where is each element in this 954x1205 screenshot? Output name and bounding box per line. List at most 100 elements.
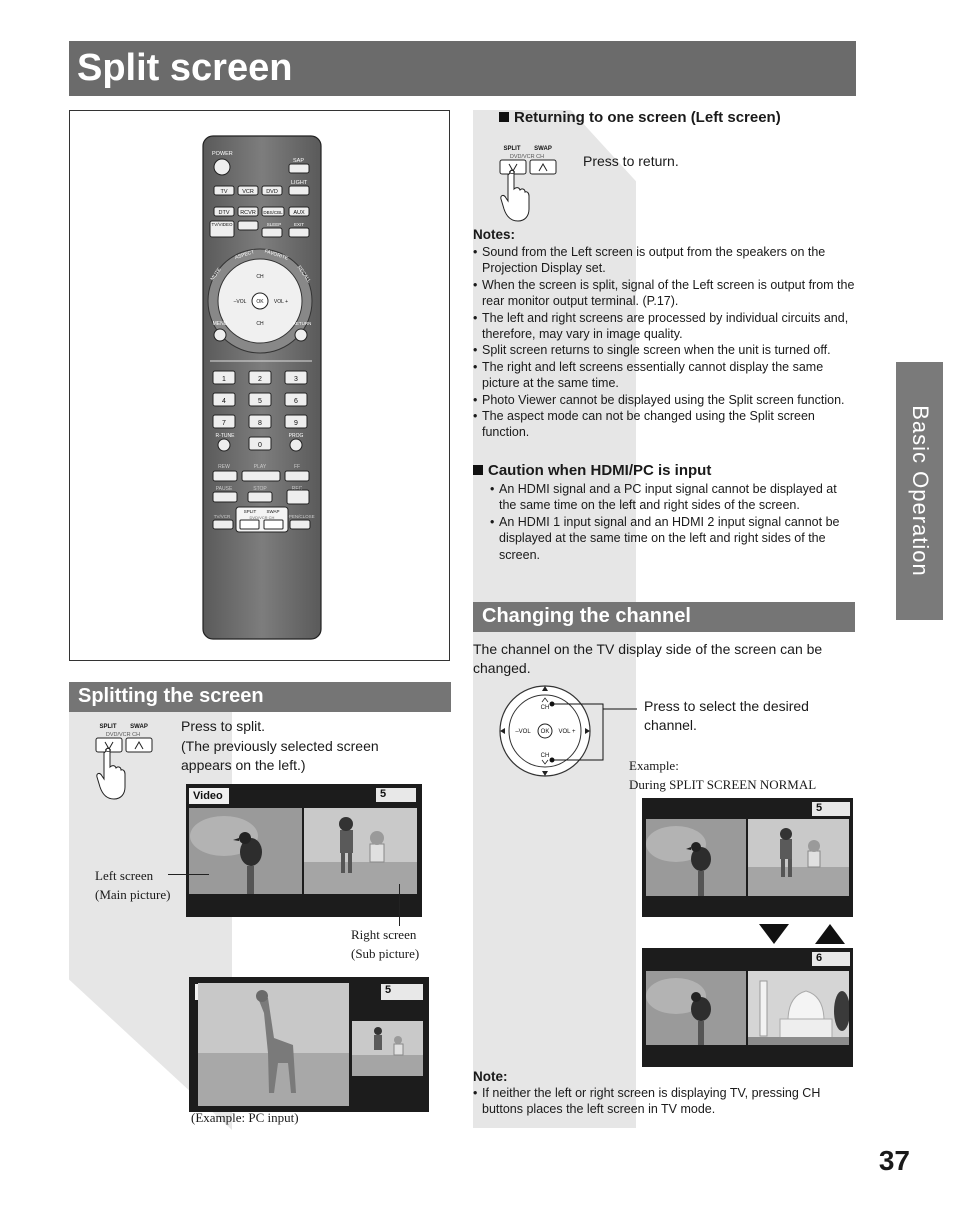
remote-sap-label: SAP [293, 158, 304, 164]
remote-rtune-label: R-TUNE [216, 433, 236, 439]
caution-item: •An HDMI signal and a PC input signal ca… [490, 482, 837, 513]
dvdvcr-label: DVD/VCR CH [510, 154, 544, 160]
remote-exit-label: EXIT [294, 222, 304, 227]
square-bullet-icon [499, 112, 509, 122]
remote-rec-label: REC [292, 486, 303, 492]
arrow-down-icon [759, 924, 789, 944]
nav-ok-label: OK [541, 729, 550, 735]
channel-press-instruction: Press to select the desired channel. [644, 698, 809, 733]
note-item: •Photo Viewer cannot be displayed using … [473, 392, 845, 407]
remote-dtv-button: DTV [219, 210, 230, 216]
left-screen-caption: Left screen (Main picture) [95, 866, 170, 904]
remote-key-1: 1 [222, 376, 226, 383]
remote-key-4: 4 [222, 398, 226, 405]
remote-play-label: PLAY [254, 464, 267, 470]
returning-heading-text: Returning to one screen (Left screen) [514, 109, 781, 126]
changing-heading: Changing the channel [482, 605, 691, 627]
split-description: (The previously selected screen appears … [181, 738, 379, 773]
taj-mahal-photo [748, 971, 849, 1045]
left-screen-caption-title: Left screen [95, 868, 154, 883]
split-instruction: Press to split. [181, 718, 266, 734]
splitting-section-header: Splitting the screen [69, 682, 451, 712]
split-swap-button-split: SPLIT SWAP DVD/VCR CH [95, 724, 153, 800]
pc-example-caption: (Example: PC input) [191, 1110, 299, 1125]
remote-power-label: POWER [212, 151, 233, 157]
caution-list: •An HDMI signal and a PC input signal ca… [490, 481, 856, 563]
remote-ff-label: FF [294, 464, 300, 470]
right-caption-leader-line [399, 884, 400, 926]
remote-dvd-button: DVD [266, 189, 278, 195]
remote-dbs-button: DBS/CBL [263, 210, 283, 215]
remote-vol-plus-label: VOL + [274, 299, 288, 305]
remote-vcr-button: VCR [242, 189, 254, 195]
remote-openclose-label: OPEN/CLOSE [285, 514, 314, 519]
nav-vol-minus-label: –VOL [515, 729, 531, 735]
return-instruction: Press to return. [583, 153, 679, 169]
channel-screen-before: 5 [642, 798, 853, 917]
bird-photo [646, 971, 746, 1045]
split-screen-pc-example: PC 5 [189, 977, 429, 1112]
remote-vol-minus-label: –VOL [234, 299, 247, 305]
remote-pause-label: PAUSE [216, 486, 233, 492]
remote-key-2: 2 [258, 376, 262, 383]
remote-key-3: 3 [294, 376, 298, 383]
page-title-bar: Split screen [69, 41, 856, 96]
split-screen-example: Video 1 5 [186, 784, 422, 917]
channel-example-caption: Example: During SPLIT SCREEN NORMAL [629, 756, 816, 794]
bird-photo [646, 819, 746, 896]
remote-key-7: 7 [222, 420, 226, 427]
split-label: SPLIT [99, 724, 116, 730]
split-label: SPLIT [503, 146, 520, 152]
channel-nav-ring-illustration: OK CH CH –VOL VOL + [499, 685, 637, 777]
bird-photo [189, 808, 302, 894]
remote-tv-button: TV [220, 189, 227, 195]
swap-direction-arrows [759, 924, 845, 944]
nav-ch-down-label: CH [541, 753, 550, 759]
remote-ch-down-label: CH [256, 321, 264, 327]
nav-vol-plus-label: VOL + [559, 729, 576, 735]
note-item: •The aspect mode can not be changed usin… [473, 409, 815, 440]
example-label: Example: [629, 758, 679, 773]
caution-heading-text: Caution when HDMI/PC is input [488, 462, 712, 479]
split-swap-button-return: SPLIT SWAP DVD/VCR CH [499, 146, 557, 222]
remote-aspect-label: ASPECT [234, 249, 255, 261]
remote-key-5: 5 [258, 398, 262, 405]
example-mode: During SPLIT SCREEN NORMAL [629, 777, 817, 792]
remote-aux-button: AUX [293, 210, 305, 216]
children-beach-photo [304, 808, 417, 894]
giraffe-photo [198, 983, 349, 1106]
returning-heading: Returning to one screen (Left screen) [499, 109, 781, 126]
remote-tvvideo-label: TV/VIDEO [211, 222, 233, 227]
remote-sleep-label: SLEEP [267, 222, 282, 227]
dvdvcr-label: DVD/VCR CH [106, 732, 140, 738]
swap-label: SWAP [534, 146, 552, 152]
notes-heading: Notes: [473, 227, 516, 242]
remote-tvvcr-label: TV/VCR [214, 514, 231, 519]
note-item: •Split screen returns to single screen w… [473, 343, 831, 358]
children-beach-photo [352, 1021, 423, 1076]
right-screen-caption-title: Right screen [351, 927, 417, 942]
remote-menu-label: MENU [213, 321, 228, 327]
swap-label: SWAP [130, 724, 148, 730]
caution-heading: Caution when HDMI/PC is input [473, 462, 711, 479]
square-bullet-icon [473, 465, 483, 475]
right-channel-label: 5 [381, 984, 423, 1000]
remote-rew-label: REW [218, 464, 230, 470]
remote-return-label: RETURN [293, 321, 312, 326]
remote-control-illustration: POWER SAP LIGHT TV VCR DVD DTV RCVR DBS/… [202, 135, 322, 640]
left-input-label: Video 1 [189, 788, 229, 818]
notes-list: •Sound from the Left screen is output fr… [473, 244, 856, 441]
remote-prog-label: PROG [289, 433, 304, 439]
note-heading: Note: [473, 1069, 508, 1084]
remote-split-label: SPLIT [244, 509, 257, 514]
remote-ch-up-label: CH [256, 274, 264, 280]
remote-illustration-box: POWER SAP LIGHT TV VCR DVD DTV RCVR DBS/… [69, 110, 450, 661]
note-item: •If neither the left or right screen is … [473, 1086, 821, 1117]
channel-number-label: 6 [812, 952, 850, 966]
right-channel-label: 5 [376, 788, 416, 802]
remote-ok-label: OK [256, 299, 264, 305]
remote-swap-label: SWAP [266, 509, 279, 514]
right-screen-caption-sub: (Sub picture) [351, 946, 420, 961]
note-item: •Sound from the Left screen is output fr… [473, 245, 826, 276]
remote-dvdvcr-label: DVD/VCR CH [250, 515, 275, 520]
